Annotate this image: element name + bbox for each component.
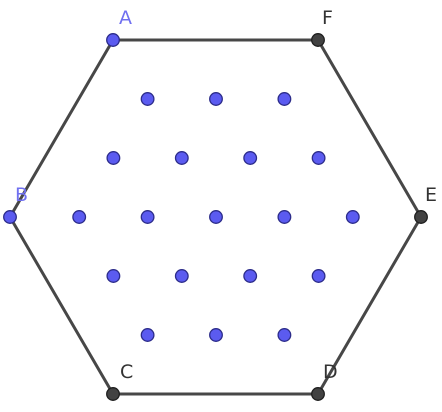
vertex-label-a: A	[119, 7, 132, 29]
lattice-point-r5-c3[interactable]	[277, 328, 292, 342]
lattice-point-r3-c5[interactable]	[345, 210, 360, 224]
vertex-point-a[interactable]	[106, 33, 120, 47]
vertex-labels: A B C D E F	[15, 7, 437, 383]
lattice-point-r1-c3[interactable]	[277, 92, 292, 106]
lattice-point-r5-c1[interactable]	[140, 328, 155, 342]
lattice-point-r2-c1[interactable]	[106, 151, 121, 165]
lattice-point-r3-c4[interactable]	[277, 210, 292, 224]
lattice-point-r2-c2[interactable]	[174, 151, 189, 165]
lattice-point-r3-c2[interactable]	[140, 210, 155, 224]
vertex-point-c[interactable]	[106, 387, 120, 401]
edge-ef	[316, 38, 423, 219]
vertex-point-b[interactable]	[3, 210, 17, 224]
vertex-point-f[interactable]	[311, 33, 325, 47]
edge-ab	[8, 38, 115, 219]
vertex-label-b: B	[15, 184, 28, 206]
vertex-point-e[interactable]	[414, 210, 428, 224]
hexagon-vertices	[3, 33, 428, 401]
lattice-point-r1-c1[interactable]	[140, 92, 155, 106]
interior-lattice-points	[72, 92, 360, 342]
vertex-label-f: F	[322, 7, 333, 29]
lattice-point-r4-c3[interactable]	[243, 269, 258, 283]
lattice-point-r4-c2[interactable]	[174, 269, 189, 283]
lattice-point-r4-c1[interactable]	[106, 269, 121, 283]
edge-bc	[8, 215, 115, 396]
lattice-point-r2-c3[interactable]	[243, 151, 258, 165]
lattice-point-r4-c4[interactable]	[311, 269, 326, 283]
lattice-point-r5-c2[interactable]	[209, 328, 223, 342]
vertex-label-e: E	[425, 184, 437, 206]
vertex-label-c: C	[120, 361, 133, 383]
edge-de	[316, 215, 423, 396]
vertex-point-d[interactable]	[311, 387, 325, 401]
lattice-point-r2-c4[interactable]	[311, 151, 326, 165]
vertex-label-d: D	[323, 361, 338, 383]
lattice-point-r3-c3[interactable]	[209, 210, 223, 224]
lattice-point-r3-c1[interactable]	[72, 210, 87, 224]
hexagon-edges	[8, 38, 423, 396]
lattice-point-r1-c2[interactable]	[209, 92, 223, 106]
